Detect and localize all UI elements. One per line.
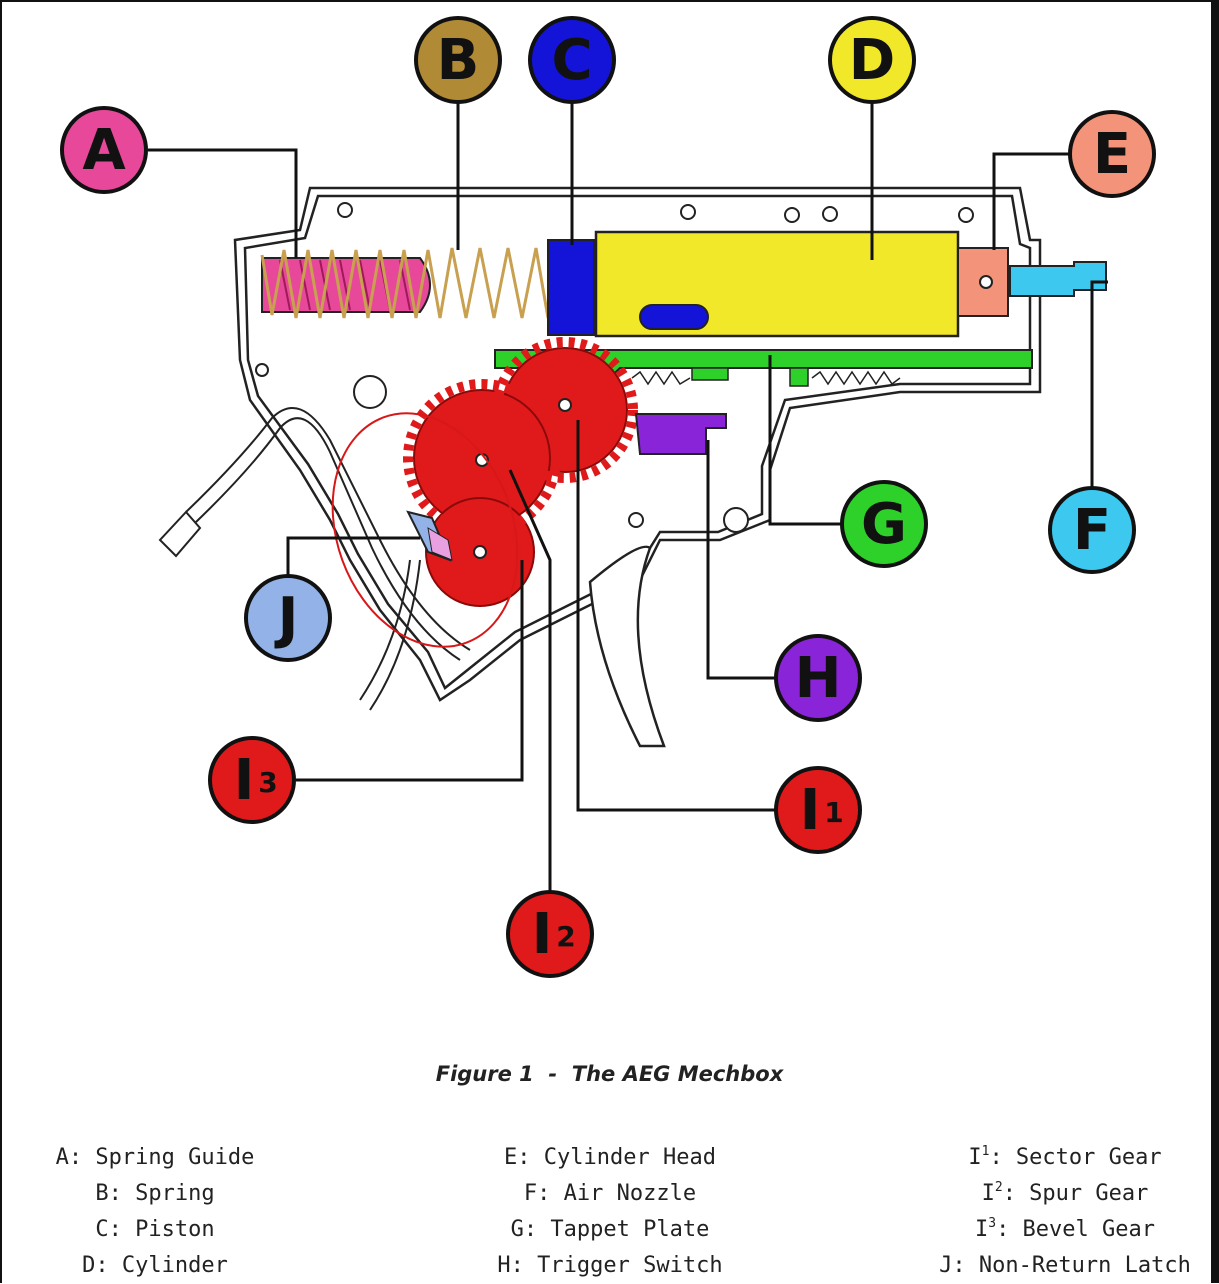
svg-text:I: I — [532, 902, 553, 967]
callout-i2: I 2 — [506, 890, 594, 978]
callout-f: F — [1048, 486, 1136, 574]
svg-text:C: C — [551, 28, 592, 93]
callout-c: C — [528, 16, 616, 104]
svg-text:2: 2 — [556, 920, 575, 953]
leader-h — [706, 440, 776, 680]
highlight-circle — [331, 412, 519, 648]
legend-item-a: A: Spring Guide — [55, 1145, 255, 1170]
legend-item-c: C: Piston — [95, 1217, 215, 1242]
legend-item-e: E: Cylinder Head — [504, 1145, 716, 1170]
svg-text:J: J — [274, 586, 299, 651]
legend-item-f: F: Air Nozzle — [523, 1181, 697, 1206]
leader-a — [148, 148, 298, 258]
svg-text:1: 1 — [824, 796, 843, 829]
legend-column-2: E: Cylinder Head F: Air Nozzle G: Tappet… — [480, 1140, 740, 1284]
leader-i2 — [508, 469, 552, 892]
gear-axles — [473, 398, 572, 559]
callout-h: H — [774, 634, 862, 722]
cylinder-head-hole — [979, 275, 993, 289]
svg-text:D: D — [849, 28, 895, 93]
gear-teeth — [403, 337, 638, 537]
legend-item-j: J: Non-Return Latch — [939, 1253, 1191, 1278]
cylinder-part — [594, 230, 960, 338]
air-nozzle-part — [1009, 261, 1107, 297]
non-return-latch-part — [406, 510, 453, 562]
svg-text:B: B — [437, 28, 480, 93]
wiring — [158, 407, 471, 711]
legend-item-i1: I1: Sector Gear — [968, 1144, 1162, 1170]
svg-text:I: I — [234, 748, 255, 813]
svg-text:G: G — [861, 492, 907, 557]
leader-j — [286, 536, 420, 586]
svg-text:3: 3 — [258, 766, 277, 799]
svg-text:I: I — [800, 778, 821, 843]
trigger-switch-part — [634, 413, 727, 455]
legend-column-3: I1: Sector Gear I2: Spur Gear I3: Bevel … — [930, 1140, 1200, 1284]
callout-g: G — [840, 480, 928, 568]
legend-item-g: G: Tappet Plate — [510, 1217, 710, 1242]
callout-d: D — [828, 16, 916, 104]
callout-e: E — [1068, 110, 1156, 198]
callout-i1: I 1 — [774, 766, 862, 854]
callout-b: B — [414, 16, 502, 104]
svg-text:H: H — [795, 646, 842, 711]
spring-part — [260, 247, 550, 319]
mechbox-diagram: A B C D E F G H I 1 I 2 I 3 — [60, 16, 1156, 978]
svg-text:A: A — [82, 118, 126, 183]
trigger-part — [588, 545, 666, 748]
legend-item-b: B: Spring — [95, 1181, 215, 1206]
figure-caption: Figure 1 - The AEG Mechbox — [435, 1062, 784, 1086]
leader-i1 — [576, 420, 776, 812]
leader-e — [992, 152, 1070, 250]
svg-text:F: F — [1073, 498, 1111, 563]
leader-lines — [148, 100, 1108, 892]
legend-item-d: D: Cylinder — [82, 1253, 228, 1278]
leader-i3 — [296, 560, 524, 782]
cylinder-port — [639, 304, 709, 330]
leader-g — [768, 355, 842, 526]
svg-text:E: E — [1093, 122, 1131, 187]
callout-j: J — [244, 574, 332, 662]
legend-item-i2: I2: Spur Gear — [981, 1180, 1149, 1206]
legend-column-1: A: Spring Guide B: Spring C: Piston D: C… — [30, 1140, 280, 1284]
callout-a: A — [60, 106, 148, 194]
legend-item-h: H: Trigger Switch — [497, 1253, 723, 1278]
callout-i3: I 3 — [208, 736, 296, 824]
piston-part — [547, 239, 595, 336]
trigger-spring-coil — [723, 507, 749, 533]
legend-item-i3: I3: Bevel Gear — [974, 1216, 1156, 1242]
leader-f — [1090, 280, 1108, 488]
